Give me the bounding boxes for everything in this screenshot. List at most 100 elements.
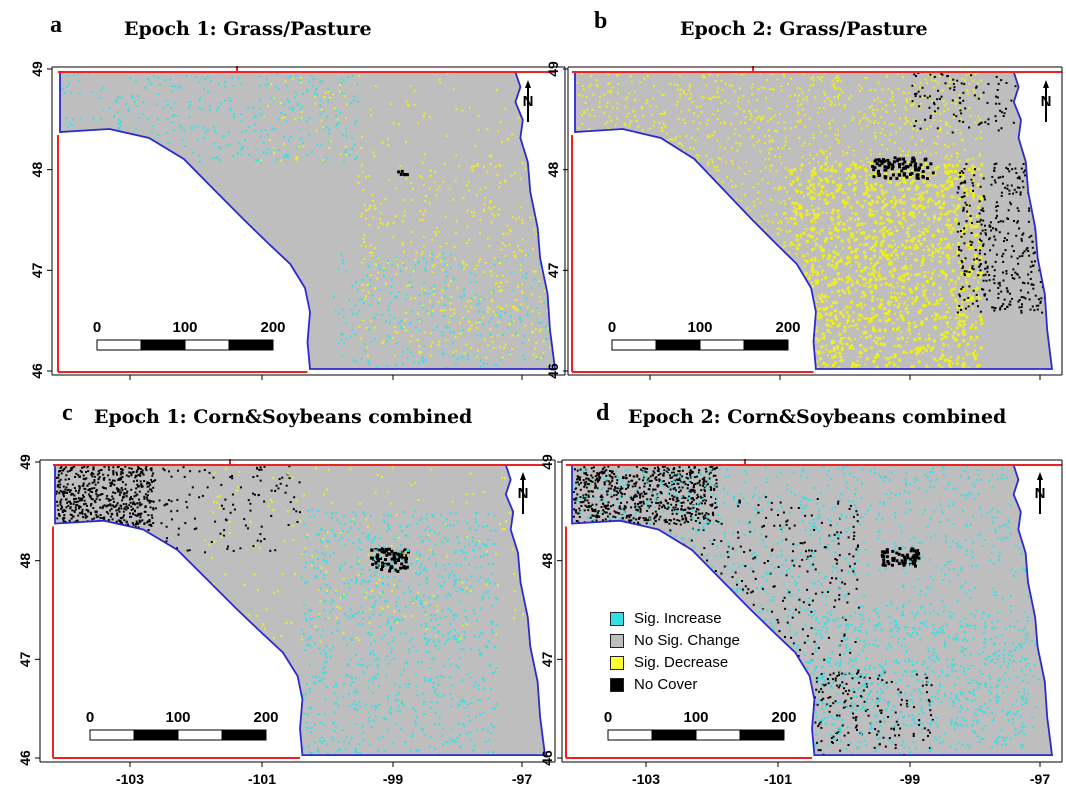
pixel-mark bbox=[383, 340, 385, 343]
pixel-mark bbox=[838, 351, 842, 355]
pixel-mark bbox=[841, 342, 843, 345]
pixel-mark bbox=[644, 245, 647, 248]
pixel-mark bbox=[591, 280, 594, 283]
pixel-mark bbox=[361, 135, 363, 138]
pixel-mark bbox=[995, 201, 998, 204]
pixel-mark bbox=[962, 91, 965, 94]
pixel-mark bbox=[811, 226, 815, 230]
pixel-mark bbox=[712, 244, 715, 247]
pixel-mark bbox=[603, 112, 606, 114]
pixel-mark bbox=[501, 274, 504, 277]
pixel-mark bbox=[226, 144, 229, 147]
pixel-mark bbox=[892, 160, 896, 164]
pixel-mark bbox=[629, 221, 632, 224]
pixel-mark bbox=[469, 327, 472, 330]
pixel-mark bbox=[945, 223, 949, 227]
pixel-mark bbox=[873, 166, 877, 170]
pixel-mark bbox=[166, 117, 169, 120]
pixel-mark bbox=[1002, 175, 1004, 178]
pixel-mark bbox=[950, 184, 954, 188]
pixel-mark bbox=[526, 306, 529, 309]
pixel-mark bbox=[320, 119, 323, 122]
pixel-mark bbox=[945, 102, 948, 105]
pixel-mark bbox=[932, 112, 935, 114]
pixel-mark bbox=[957, 316, 960, 319]
pixel-mark bbox=[403, 210, 406, 213]
pixel-mark bbox=[932, 273, 935, 276]
pixel-mark bbox=[476, 163, 479, 165]
pixel-mark bbox=[867, 194, 871, 198]
pixel-mark bbox=[393, 296, 396, 299]
pixel-mark bbox=[976, 184, 980, 188]
pixel-mark bbox=[833, 280, 836, 284]
pixel-mark bbox=[747, 100, 750, 103]
pixel-mark bbox=[517, 245, 520, 248]
pixel-mark bbox=[987, 118, 990, 121]
pixel-mark bbox=[833, 96, 836, 98]
pixel-mark bbox=[819, 166, 823, 170]
pixel-mark bbox=[745, 361, 748, 363]
pixel-mark bbox=[968, 204, 971, 207]
pixel-mark bbox=[371, 251, 374, 254]
pixel-mark bbox=[688, 209, 690, 212]
pixel-mark bbox=[848, 226, 852, 230]
pixel-mark bbox=[899, 278, 903, 282]
pixel-mark bbox=[957, 186, 960, 188]
pixel-mark bbox=[887, 317, 891, 321]
pixel-mark bbox=[988, 238, 990, 241]
pixel-mark bbox=[898, 358, 902, 362]
pixel-mark bbox=[904, 307, 908, 311]
pixel-mark bbox=[929, 114, 932, 117]
pixel-mark bbox=[386, 262, 389, 264]
pixel-mark bbox=[921, 191, 925, 195]
pixel-mark bbox=[890, 163, 894, 167]
pixel-mark bbox=[935, 302, 938, 305]
pixel-mark bbox=[805, 213, 809, 217]
pixel-mark bbox=[1036, 171, 1039, 174]
pixel-mark bbox=[711, 134, 714, 137]
pixel-mark bbox=[241, 147, 243, 150]
pixel-mark bbox=[923, 227, 926, 230]
pixel-mark bbox=[1043, 177, 1046, 179]
pixel-mark bbox=[490, 298, 493, 301]
pixel-mark bbox=[982, 219, 985, 222]
pixel-mark bbox=[613, 356, 616, 359]
pixel-mark bbox=[787, 83, 789, 85]
pixel-mark bbox=[946, 180, 950, 184]
pixel-mark bbox=[400, 320, 403, 322]
pixel-mark bbox=[964, 181, 967, 184]
pixel-mark bbox=[1046, 244, 1049, 246]
pixel-mark bbox=[655, 167, 658, 170]
pixel-mark bbox=[979, 185, 982, 188]
pixel-mark bbox=[918, 234, 922, 238]
pixel-mark bbox=[833, 361, 837, 365]
pixel-mark bbox=[506, 138, 509, 141]
pixel-mark bbox=[526, 313, 529, 316]
pixel-mark bbox=[1012, 250, 1015, 252]
pixel-mark bbox=[421, 250, 424, 253]
pixel-mark bbox=[963, 320, 966, 322]
pixel-mark bbox=[454, 257, 456, 260]
pixel-mark bbox=[919, 199, 922, 202]
pixel-mark bbox=[818, 357, 822, 361]
pixel-mark bbox=[575, 188, 578, 191]
pixel-mark bbox=[918, 105, 921, 108]
pixel-mark bbox=[633, 254, 636, 257]
pixel-mark bbox=[958, 173, 962, 177]
pixel-mark bbox=[931, 79, 934, 82]
pixel-mark bbox=[617, 82, 620, 85]
pixel-mark bbox=[902, 350, 906, 354]
pixel-mark bbox=[797, 313, 801, 317]
pixel-mark bbox=[605, 214, 608, 217]
pixel-mark bbox=[818, 338, 821, 341]
pixel-mark bbox=[871, 213, 875, 217]
pixel-mark bbox=[727, 247, 729, 250]
pixel-mark bbox=[865, 190, 868, 192]
pixel-mark bbox=[800, 306, 804, 310]
pixel-mark bbox=[883, 121, 886, 124]
pixel-mark bbox=[524, 277, 527, 280]
pixel-mark bbox=[711, 161, 714, 163]
pixel-mark bbox=[979, 264, 981, 267]
pixel-mark bbox=[470, 306, 473, 309]
pixel-mark bbox=[973, 253, 977, 257]
